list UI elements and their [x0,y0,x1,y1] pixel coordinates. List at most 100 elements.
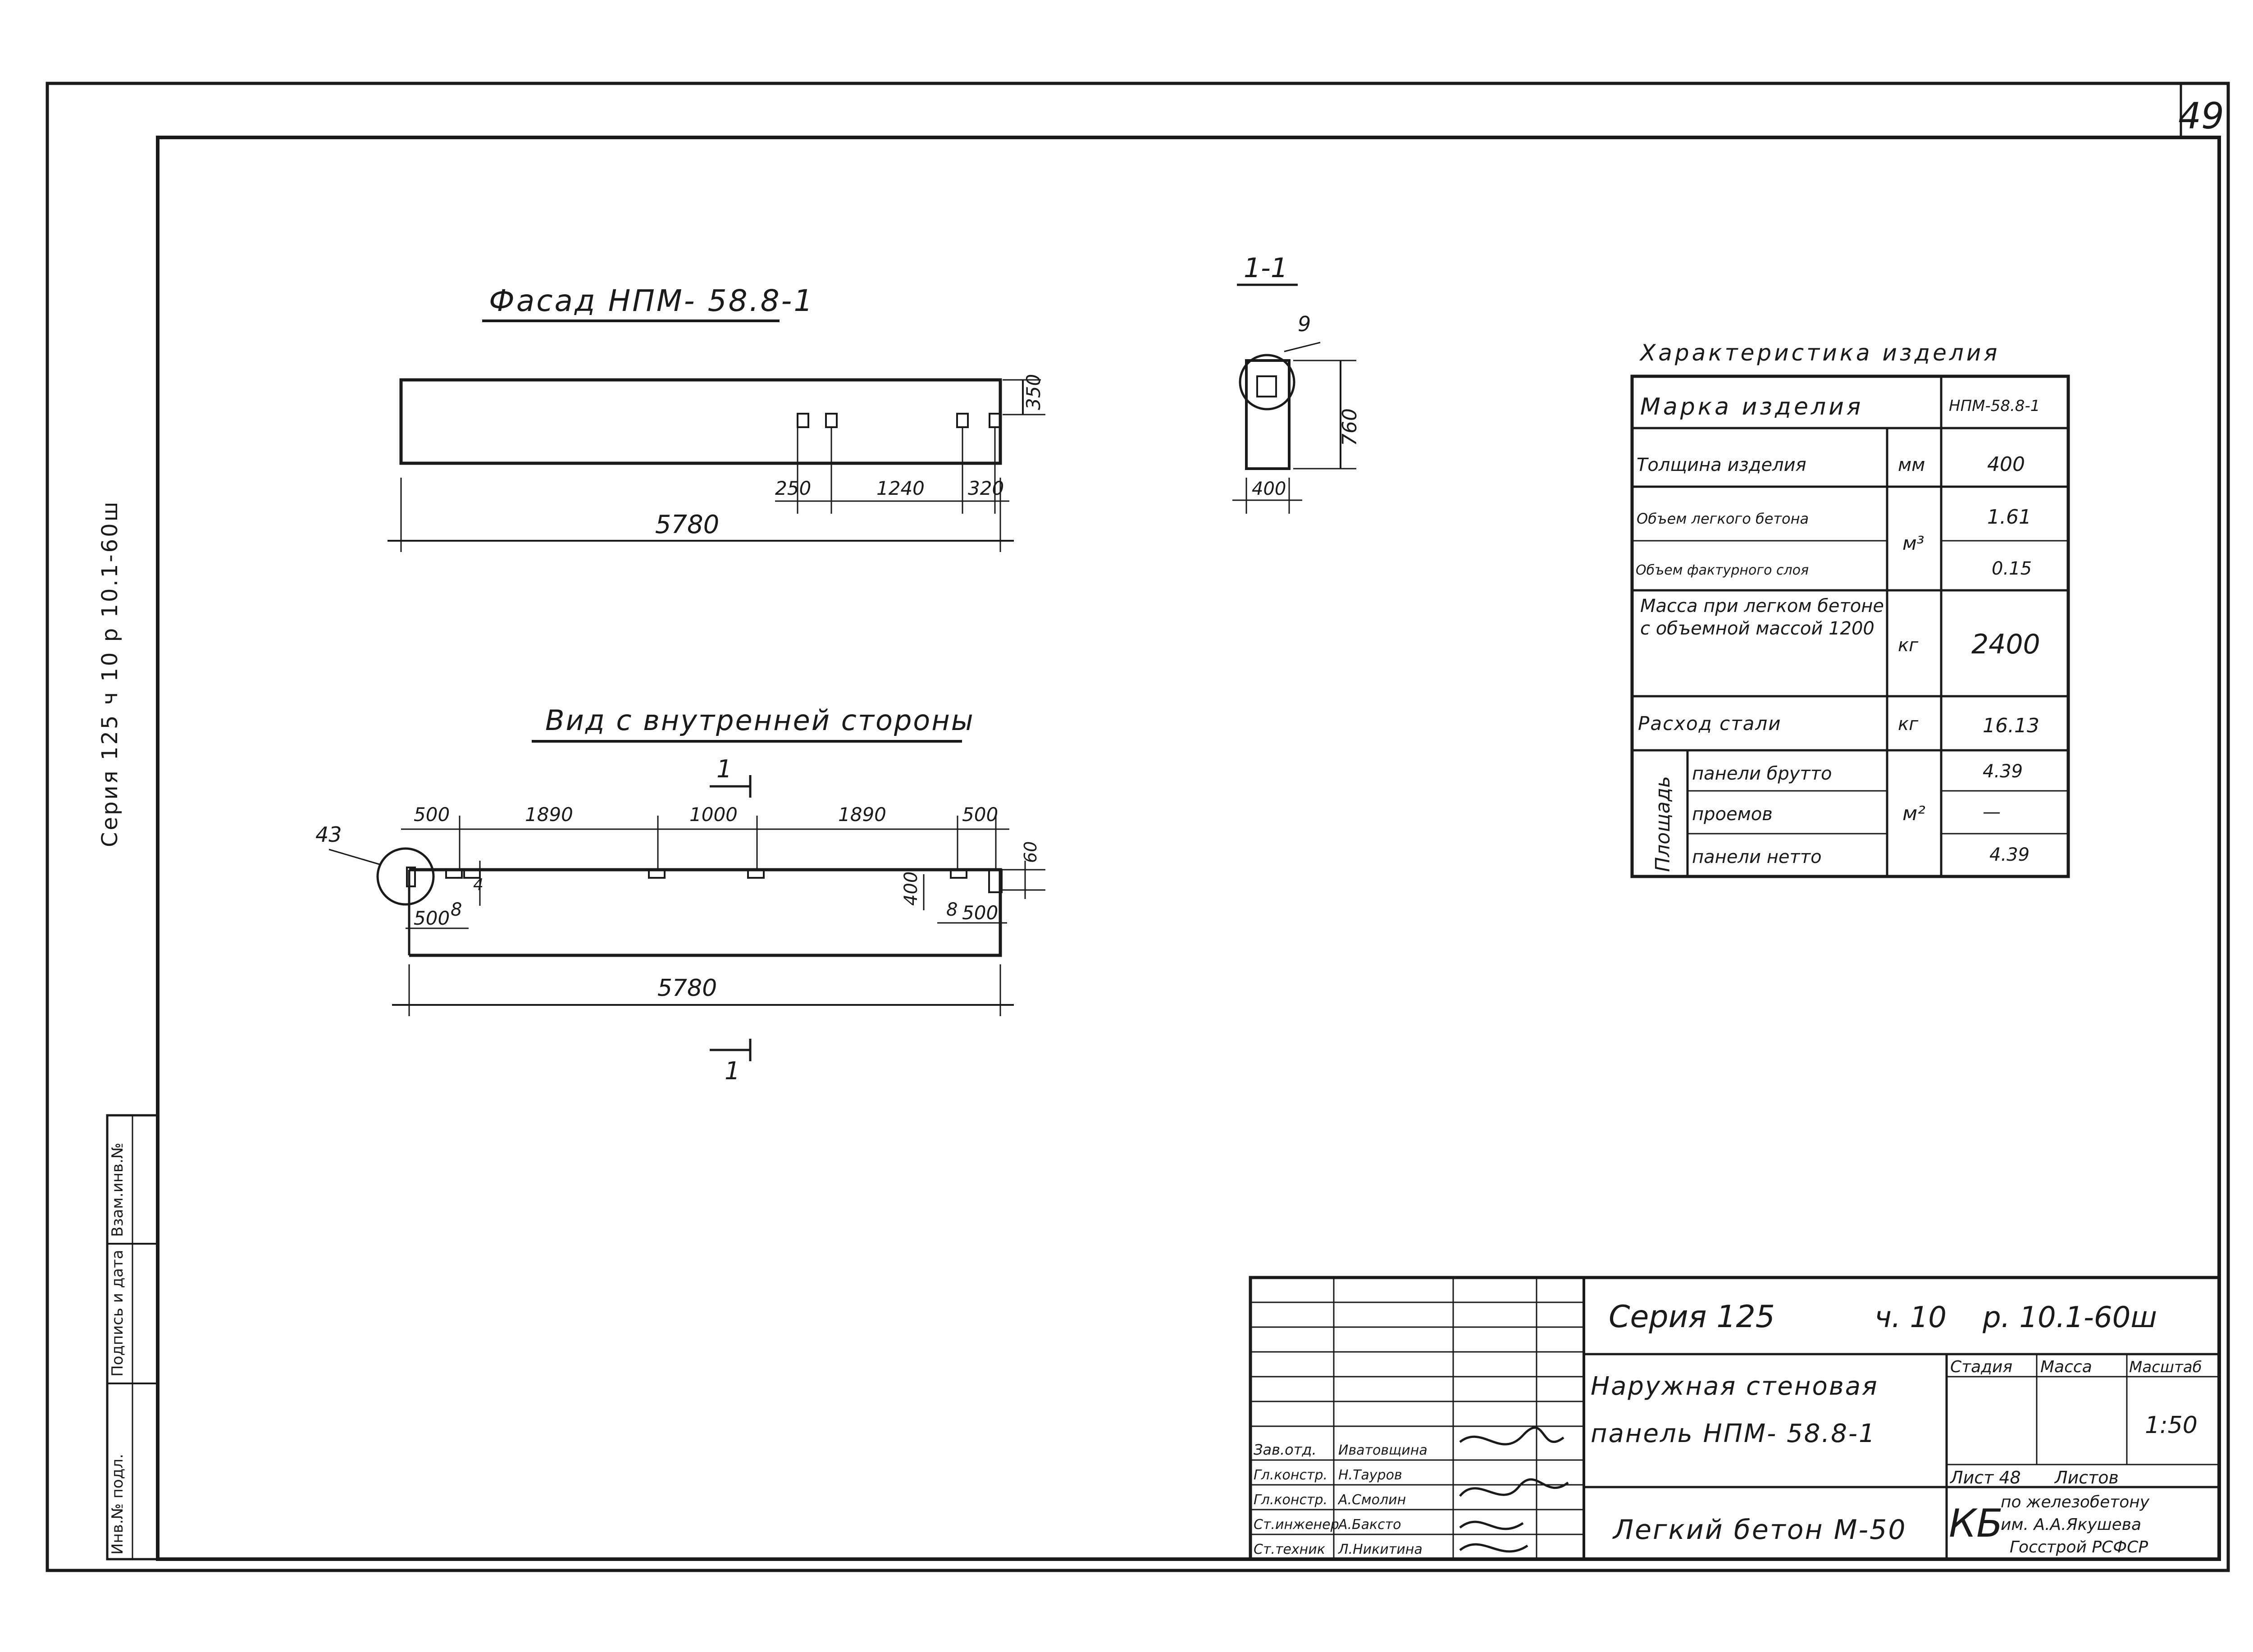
inner-callout: 43 [315,822,342,847]
inner-dim-left-bottom: 500 [414,907,450,929]
spec-mark-value: НПМ-58.8-1 [1949,397,2040,415]
sig-name-4: А.Баксто [1337,1517,1401,1533]
inner-dim-400: 400 [901,872,921,906]
side-series-text: Серия 125 ч 10 р 10.1-60ш [97,500,123,847]
inner-view-title: Вид с внутренней стороны [545,704,975,737]
section-view: 1-1 9 760 400 [1232,252,1361,514]
spec-row-value-facing: 0.15 [1992,558,2032,579]
tb-series: Серия 125 [1609,1299,1775,1335]
spec-area-row-gross: панели брутто [1692,763,1832,784]
section-dim-height: 760 [1338,408,1361,446]
inner-view: Вид с внутренней стороны 1 500 1890 1000… [315,704,1045,1085]
spec-mark-label: Марка изделия [1640,393,1863,420]
spec-row-label-facing: Объем фактурного слоя [1636,562,1809,578]
signature-scribble-2 [1459,1478,1569,1497]
facade-dim-overall: 5780 [655,510,720,539]
inner-dim-overall: 5780 [657,975,717,1002]
spec-row-label-mass-box: Масса при легком бетоне с объемной массо… [1640,596,1884,639]
inner-frame [156,136,2221,1561]
tb-part: ч. 10 [1874,1301,1947,1334]
section-title: 1-1 [1244,252,1288,284]
spec-row-label-mass: Масса при легком бетоне с объемной массо… [1640,596,1884,639]
tb-col-stage: Стадия [1950,1358,2012,1376]
spec-row-value-mass: 2400 [1971,629,2040,660]
spec-row-unit-mass: кг [1898,635,1919,656]
stamp-signature-date: Подпись и дата [109,1250,127,1377]
left-stamp: Инв.№ подл. Подпись и дата Взам.инв.№ [106,1114,159,1561]
title-block: Зав.отд. Иватовщина Гл.констр. Н.Тауров … [1249,1276,2221,1561]
inner-dim-top-4: 1890 [838,803,886,826]
facade-view: Фасад НПМ- 58.8-1 350 250 1240 320 5780 [388,283,1045,552]
tb-sheets-label: Листов [2054,1468,2119,1488]
spec-row-unit-volume: м³ [1902,532,1925,554]
spec-area-row-net: панели нетто [1692,847,1822,867]
sig-name-3: А.Смолин [1337,1492,1406,1508]
inner-dim-right-bottom: 500 [962,902,998,924]
sig-name-1: Иватовщина [1338,1442,1428,1458]
section-dim-top: 9 [1298,312,1311,336]
sig-name-2: Н.Тауров [1338,1467,1402,1483]
facade-dim-a: 250 [775,477,811,499]
spec-row-unit-thickness: мм [1898,455,1925,475]
cut-mark-bottom: 1 [725,1057,740,1085]
facade-embed-3 [956,413,969,428]
inner-dim-top-1: 500 [414,803,450,826]
inner-dim-right-60: 60 [1021,841,1040,863]
section-detail-circle [1239,354,1295,411]
stamp-vzam-inv: Взам.инв.№ [109,1143,127,1237]
sig-role-5: Ст.техник [1254,1542,1325,1557]
spec-area-value-openings: — [1983,802,2001,822]
spec-row-value-volume: 1.61 [1987,506,2031,529]
spec-area-value-gross: 4.39 [1983,761,2023,782]
inner-dim-top-3: 1000 [689,803,738,826]
tb-sheet-code: р. 10.1-60ш [1982,1301,2157,1334]
spec-title: Характеристика изделия [1639,340,2000,366]
inner-dim-small-4: 4 [473,876,483,894]
tb-col-scale: Масштаб [2129,1358,2202,1376]
cut-mark-top: 1 [716,755,732,783]
spec-row-label-thickness: Толщина изделия [1637,455,1806,475]
facade-embed-2 [825,413,838,428]
spec-table: Характеристика изделия Марка изделия НПМ… [1630,340,2070,878]
spec-row-unit-steel: кг [1898,714,1919,735]
facade-dim-b: 1240 [876,477,925,499]
facade-embed-1 [797,413,809,428]
facade-title: Фасад НПМ- 58.8-1 [489,283,814,318]
inner-dim-left-8: 8 [451,899,462,920]
spec-area-row-openings: проемов [1692,804,1773,825]
spec-area-label: Площадь [1651,776,1674,872]
spec-row-value-thickness: 400 [1987,453,2025,476]
sheet-frames: 49 [46,82,2230,1572]
sig-name-5: Л.Никитина [1338,1542,1423,1557]
tb-title-line1: Наружная стеновая [1591,1372,1879,1401]
section-profile [1245,359,1291,470]
inner-panel-outline [409,868,1002,957]
facade-embed-4 [989,413,1001,428]
tb-sheet-label: Лист 48 [1949,1468,2021,1488]
tb-org-line3: Госстрой РСФСР [2010,1538,2148,1556]
sig-role-3: Гл.констр. [1254,1492,1327,1508]
tb-org-line2: им. А.А.Якушева [2001,1515,2141,1534]
section-dim-width: 400 [1252,479,1286,499]
sig-role-4: Ст.инженер [1254,1517,1339,1533]
tb-col-mass: Масса [2040,1358,2092,1376]
tb-org-code: КБ [1949,1501,2003,1546]
tb-material: Легкий бетон М-50 [1612,1514,1907,1546]
stamp-inv-podl: Инв.№ подл. [109,1454,127,1555]
inner-dim-top-2: 1890 [525,803,573,826]
tb-org-line1: по железобетону [2001,1493,2150,1511]
facade-dim-h: 350 [1022,374,1044,410]
tb-scale: 1:50 [2145,1412,2198,1439]
page-number: 49 [2178,95,2224,137]
spec-row-label-volume: Объем легкого бетона [1637,510,1809,527]
signature-scribble-3 [1459,1520,1524,1530]
tb-title-line2: панель НПМ- 58.8-1 [1591,1419,1876,1448]
sig-role-1: Зав.отд. [1254,1441,1317,1458]
inner-dim-right-8: 8 [946,899,958,920]
spec-area-unit: м² [1902,802,1925,825]
spec-row-value-steel: 16.13 [1983,714,2039,737]
facade-panel-outline [399,378,1002,465]
outer-frame [46,82,2230,1572]
